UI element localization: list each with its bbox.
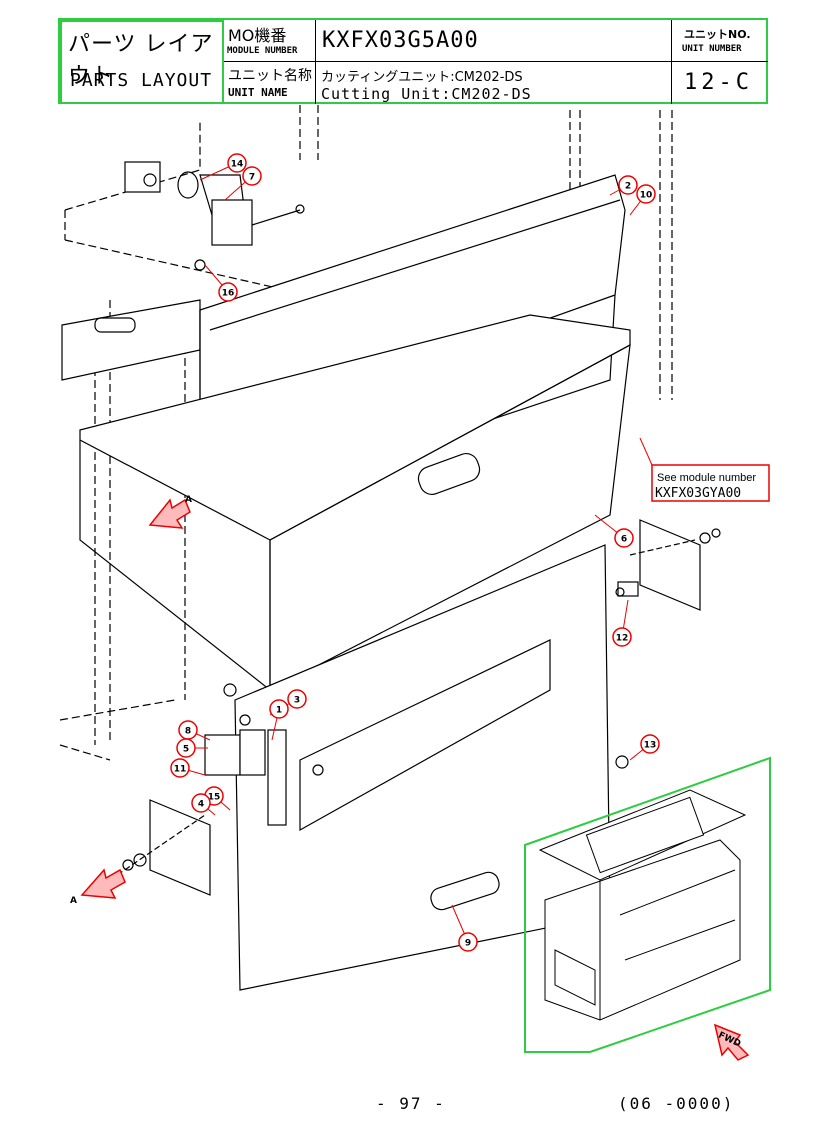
callout-number-15: 15	[208, 793, 221, 803]
callout-number-6: 6	[621, 535, 627, 545]
cutting-unit-inset	[524, 756, 771, 1053]
unit-no-cell: 12-C	[672, 62, 768, 104]
callout-circle	[614, 528, 634, 548]
callout-circle	[612, 627, 632, 647]
module-number-cell: KXFX03G5A00	[316, 20, 672, 62]
page-number: - 97 -	[376, 1094, 446, 1113]
hinge-assembly	[109, 683, 324, 896]
label-a-top: A	[185, 495, 192, 505]
callout-circle	[227, 153, 247, 173]
unit-name-jp: カッティングユニット:CM202-DS	[321, 70, 523, 85]
callout-number-16: 16	[222, 289, 235, 299]
callout-number-2: 2	[625, 182, 631, 192]
mo-label-jp: MO機番	[228, 26, 287, 45]
unit-no-label-jp: ユニットNO.	[684, 28, 751, 41]
unit-name-cell: カッティングユニット:CM202-DS Cutting Unit:CM202-D…	[316, 62, 672, 104]
callout-circle	[458, 932, 478, 952]
mo-label-cell: MO機番 MODULE NUMBER	[224, 20, 316, 62]
callout-number-8: 8	[185, 727, 191, 737]
module-number: KXFX03G5A00	[322, 28, 479, 53]
right-bracket	[615, 519, 721, 611]
callout-circle	[242, 166, 262, 186]
callout-circle	[287, 689, 307, 709]
arrow-a-bottom-icon	[80, 868, 126, 899]
see-module-note: See module number KXFX03GYA00	[639, 437, 770, 502]
callout-circle	[191, 793, 211, 813]
title-cell: パーツ レイアウト PARTS LAYOUT	[60, 20, 224, 104]
note-line2: KXFX03GYA00	[655, 486, 741, 501]
unit-no: 12-C	[684, 70, 753, 95]
callout-circle	[269, 699, 289, 719]
callout-number-3: 3	[294, 696, 300, 706]
note-line1: See module number	[657, 472, 756, 484]
callout-number-9: 9	[465, 939, 471, 949]
callout-number-12: 12	[616, 634, 629, 644]
callout-number-7: 7	[249, 173, 255, 183]
callout-circle	[170, 758, 190, 778]
unit-name-label-jp: ユニット名称	[228, 68, 312, 84]
callout-number-4: 4	[198, 800, 204, 810]
title-en: PARTS LAYOUT	[70, 70, 213, 91]
unit-name-en: Cutting Unit:CM202-DS	[321, 85, 532, 103]
callout-circle	[176, 738, 196, 758]
callout-number-11: 11	[174, 765, 187, 775]
unit-name-label-cell: ユニット名称 UNIT NAME	[224, 62, 316, 104]
document-code: (06 -0000)	[618, 1094, 735, 1113]
callout-number-1: 1	[276, 706, 282, 716]
callout-number-14: 14	[231, 160, 244, 170]
title-block: パーツ レイアウト PARTS LAYOUT MO機番 MODULE NUMBE…	[58, 18, 768, 104]
main-box	[79, 314, 631, 692]
mo-label-en: MODULE NUMBER	[227, 46, 298, 56]
arrow-a-top-icon	[148, 498, 191, 529]
callout-circle	[636, 184, 656, 204]
callout-number-10: 10	[640, 191, 653, 201]
callout-circle	[640, 734, 660, 754]
callout-number-13: 13	[644, 741, 657, 751]
fitting-assembly	[124, 161, 305, 271]
label-a-bottom: A	[70, 896, 77, 906]
left-bracket	[61, 299, 201, 381]
callout-circle	[618, 175, 638, 195]
left-slot	[94, 317, 136, 333]
unit-no-label-en: UNIT NUMBER	[682, 44, 742, 54]
title-jp: パーツ レイアウト	[68, 32, 214, 89]
unit-no-label-cell: ユニットNO. UNIT NUMBER	[672, 20, 768, 62]
direction-arrows	[80, 498, 750, 1061]
unit-name-label-en: UNIT NAME	[228, 86, 288, 99]
callouts: 14 7 2 10 16 6 12 3 1 8 5 11 15 4 13 9	[170, 153, 660, 952]
fwd-arrow-icon	[713, 1023, 750, 1061]
callout-circle	[218, 282, 238, 302]
callout-number-5: 5	[183, 745, 189, 755]
